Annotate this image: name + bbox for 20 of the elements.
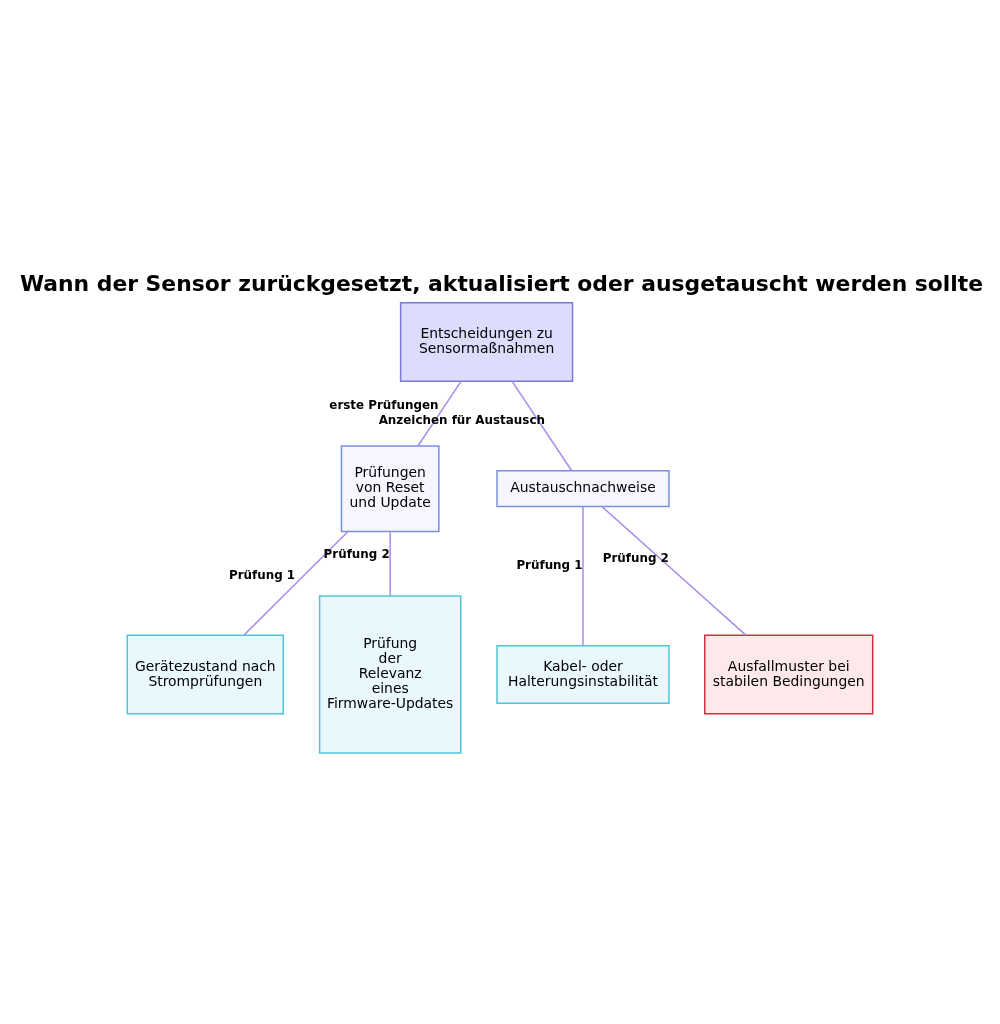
node-box: Kabel- oder Halterungsinstabilität	[496, 644, 670, 705]
edge-label: erste Prüfungen	[329, 398, 439, 413]
edge-label: Prüfung 2	[323, 547, 390, 562]
diagram-title: Wann der Sensor zurückgesetzt, aktualisiert oder ausgetauscht werden sollte	[19, 271, 984, 297]
node-box: Ausfallmuster bei stabilen Bedingungen	[704, 634, 874, 715]
connector	[511, 380, 573, 472]
edge-label: Prüfung 1	[228, 568, 296, 583]
connector	[389, 531, 391, 597]
connector	[582, 505, 584, 647]
node-box: Austauschnachweise	[496, 470, 670, 508]
connector	[417, 380, 462, 447]
edge-label: Anzeichen für Austausch	[378, 413, 545, 428]
node-box: Prüfungen von Reset und Update	[340, 445, 440, 533]
node-box: Gerätezustand nach Stromprüfungen	[126, 634, 285, 715]
edge-label: Prüfung 2	[602, 551, 669, 566]
connector	[601, 505, 747, 636]
edge-label: Prüfung 1	[516, 558, 583, 573]
connector	[243, 531, 349, 636]
node-box: Entscheidungen zu Sensormaßnahmen	[399, 302, 574, 383]
node-box: Prüfung der Relevanz eines Firmware-Updates	[318, 595, 462, 754]
